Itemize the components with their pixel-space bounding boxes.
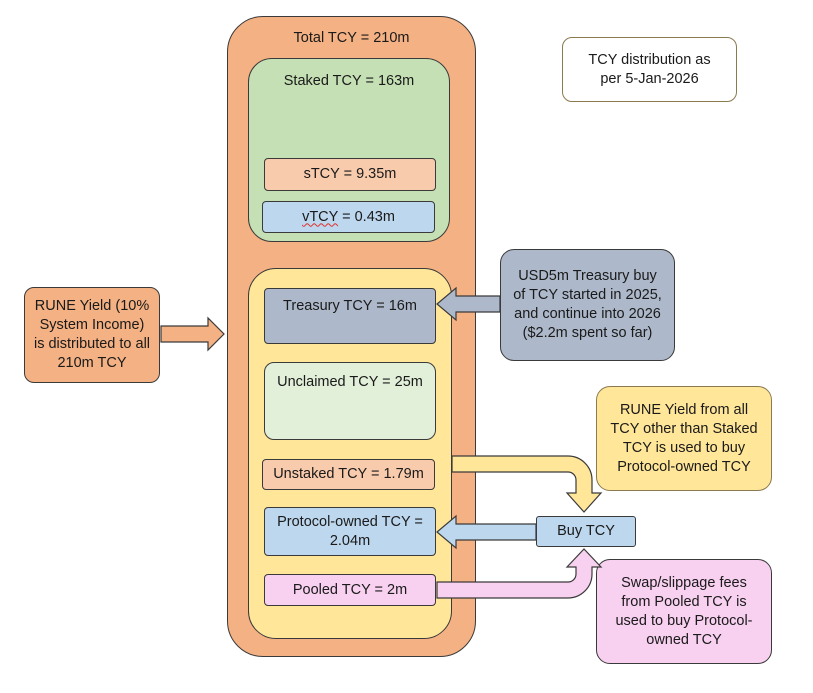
rune-yield-note: RUNE Yield (10% System Income) is distri… [24, 287, 160, 383]
unstaked-tcy-box: Unstaked TCY = 1.79m [262, 459, 435, 490]
arrow-treasury-buy-to-treasury [436, 286, 501, 322]
vtcy-suffix: = 0.43m [338, 208, 395, 225]
treasury-buy-note: USD5m Treasury buy of TCY started in 202… [500, 249, 675, 361]
total-tcy-label: Total TCY = 210m [293, 30, 410, 46]
vtcy-prefix: vTCY [302, 208, 339, 225]
unclaimed-tcy-box: Unclaimed TCY = 25m [264, 362, 436, 440]
arrow-unstaked-to-buy [451, 455, 603, 513]
title-note: TCY distribution as per 5-Jan-2026 [562, 37, 737, 102]
staked-tcy-label: Staked TCY = 163m [283, 73, 415, 89]
arrow-rune-yield-to-total [160, 316, 225, 352]
protocol-owned-tcy-box: Protocol-owned TCY = 2.04m [264, 507, 436, 556]
yield-buy-note: RUNE Yield from all TCY other than Stake… [596, 386, 772, 491]
fees-note: Swap/slippage fees from Pooled TCY is us… [596, 559, 772, 664]
stcy-box: sTCY = 9.35m [264, 158, 436, 191]
arrow-buy-to-protocol-owned [436, 514, 537, 550]
treasury-tcy-box: Treasury TCY = 16m [264, 288, 436, 344]
pooled-tcy-box: Pooled TCY = 2m [264, 574, 436, 606]
vtcy-box: vTCY = 0.43m [262, 201, 435, 233]
buy-tcy-box: Buy TCY [536, 516, 636, 547]
arrow-pooled-to-buy [436, 548, 603, 599]
